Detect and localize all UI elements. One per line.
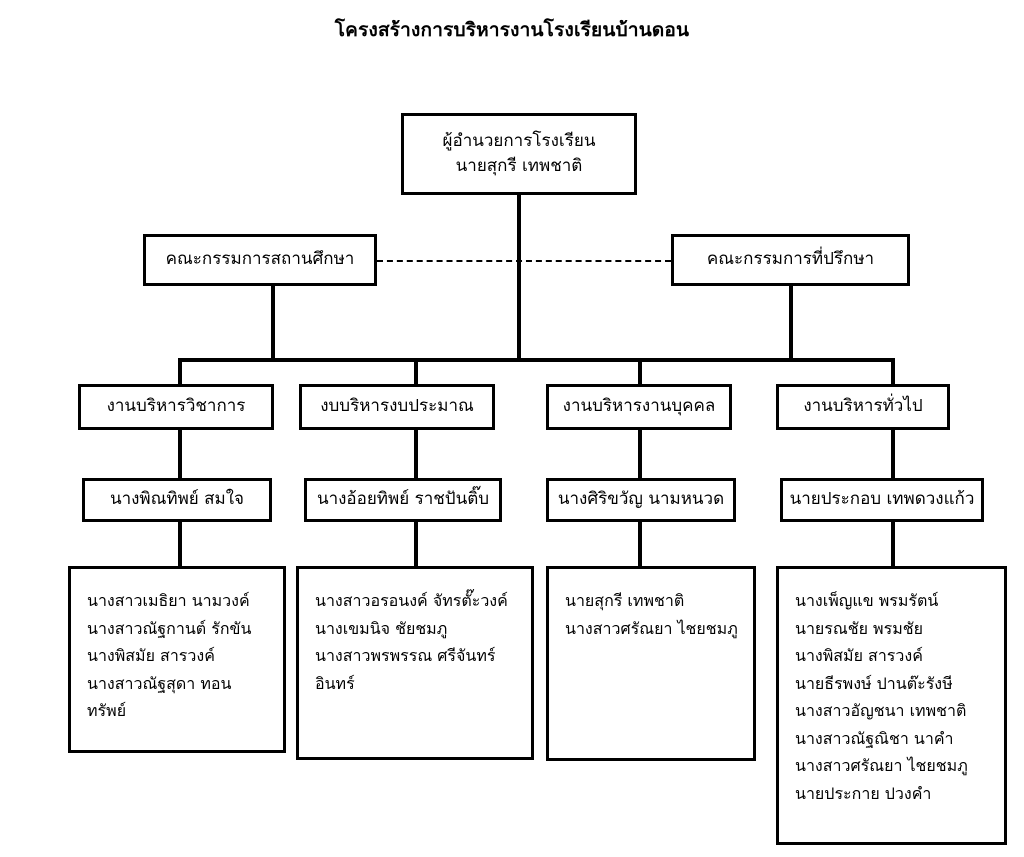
director-text: ผู้อำนวยการโรงเรียน นายสุกรี เทพชาติ	[442, 130, 596, 177]
connector-advisory-to-bus	[789, 286, 793, 360]
department-1-label: งานบริหารวิชาการ	[106, 396, 246, 417]
connector-head4-to-staff4	[891, 522, 895, 568]
staff-list-3-text: นายสุกรี เทพชาติ นางสาวศรัณยา ไชยชมภู	[565, 591, 738, 638]
connector-bus-drop-4	[891, 358, 895, 386]
connector-dept1-to-head1	[178, 430, 182, 480]
head-4-name: นายประกอบ เทพดวงแก้ว	[789, 489, 975, 510]
connector-head1-to-staff1	[178, 522, 182, 568]
node-staff-list-3[interactable]: นายสุกรี เทพชาติ นางสาวศรัณยา ไชยชมภู	[546, 566, 756, 761]
staff-list-2-text: นางสาวอรอนงค์ จัทรตั๊ะวงค์ นางเขมนิจ ชัย…	[315, 591, 508, 693]
head-3-name: นางศิริขวัญ นามหนวด	[557, 489, 725, 510]
connector-school-board-to-bus	[271, 286, 275, 360]
node-head-1[interactable]: นางพิณทิพย์ สมใจ	[82, 478, 272, 522]
department-3-label: งานบริหารงานบุคคล	[562, 396, 716, 417]
head-1-name: นางพิณทิพย์ สมใจ	[109, 489, 245, 510]
department-2-label: งบบริหารงบประมาณ	[320, 396, 474, 417]
node-director[interactable]: ผู้อำนวยการโรงเรียน นายสุกรี เทพชาติ	[401, 113, 637, 195]
node-head-2[interactable]: นางอ้อยทิพย์ ราชปันติ๊บ	[304, 478, 502, 522]
connector-director-to-bus	[517, 195, 521, 360]
connector-dept2-to-head2	[414, 430, 418, 480]
node-committee-advisory[interactable]: คณะกรรมการที่ปรึกษา	[671, 234, 910, 286]
connector-dept3-to-head3	[638, 430, 642, 480]
connector-committees-dashed	[377, 260, 671, 262]
connector-dept4-to-head4	[891, 430, 895, 480]
department-4-label: งานบริหารทั่วไป	[803, 396, 923, 417]
connector-bus-drop-1	[178, 358, 182, 386]
node-head-3[interactable]: นางศิริขวัญ นามหนวด	[546, 478, 736, 522]
node-department-4[interactable]: งานบริหารทั่วไป	[776, 384, 950, 430]
head-2-name: นางอ้อยทิพย์ ราชปันติ๊บ	[316, 489, 490, 510]
node-department-1[interactable]: งานบริหารวิชาการ	[78, 384, 274, 430]
connector-head3-to-staff3	[638, 522, 642, 568]
node-head-4[interactable]: นายประกอบ เทพดวงแก้ว	[780, 478, 984, 522]
connector-bus-drop-2	[414, 358, 418, 386]
staff-list-1-text: นางสาวเมธิยา นามวงค์ นางสาวณัฐกานต์ รักข…	[87, 591, 252, 721]
committee-left-label: คณะกรรมการสถานศึกษา	[165, 249, 355, 270]
node-committee-school-board[interactable]: คณะกรรมการสถานศึกษา	[143, 234, 377, 286]
connector-main-bus	[178, 358, 895, 362]
connector-head2-to-staff2	[414, 522, 418, 568]
node-staff-list-4[interactable]: นางเพ็ญแข พรมรัตน์ นายรณชัย พรมชัย นางพิ…	[776, 566, 1007, 845]
committee-right-label: คณะกรรมการที่ปรึกษา	[706, 249, 875, 270]
page-title: โครงสร้างการบริหารงานโรงเรียนบ้านดอน	[334, 19, 690, 41]
connector-bus-drop-3	[638, 358, 642, 386]
node-staff-list-2[interactable]: นางสาวอรอนงค์ จัทรตั๊ะวงค์ นางเขมนิจ ชัย…	[296, 566, 534, 760]
node-department-3[interactable]: งานบริหารงานบุคคล	[546, 384, 732, 430]
node-department-2[interactable]: งบบริหารงบประมาณ	[299, 384, 495, 430]
staff-list-4-text: นางเพ็ญแข พรมรัตน์ นายรณชัย พรมชัย นางพิ…	[795, 591, 968, 803]
node-staff-list-1[interactable]: นางสาวเมธิยา นามวงค์ นางสาวณัฐกานต์ รักข…	[68, 566, 286, 753]
